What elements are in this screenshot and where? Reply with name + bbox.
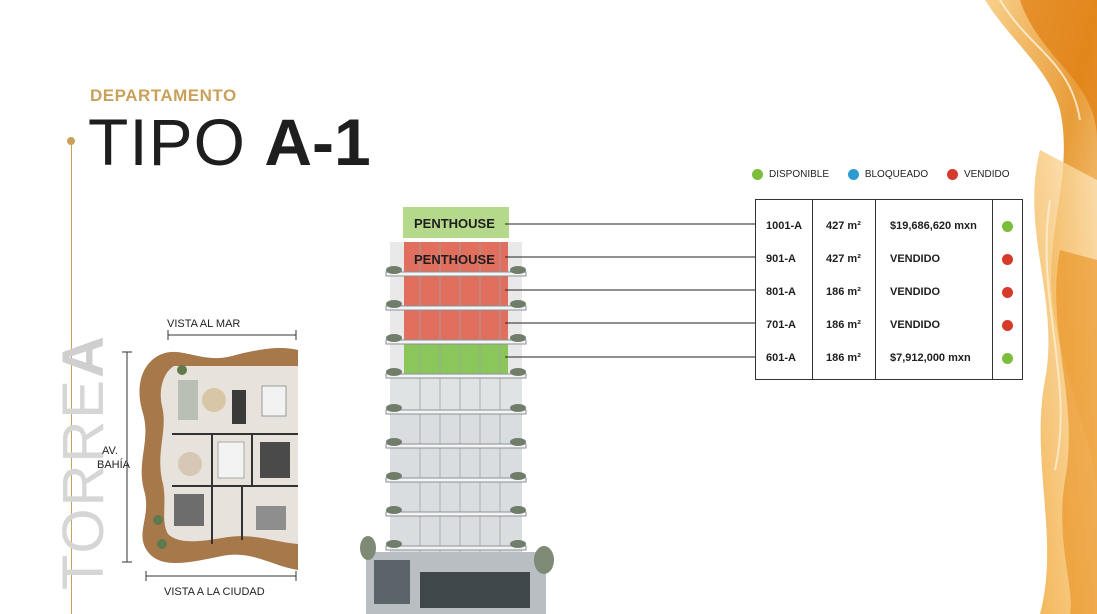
table-row-1001-a[interactable]: 1001-A 427 m² $19,686,620 mxn bbox=[756, 209, 1022, 242]
sold-status-icon bbox=[1002, 254, 1013, 265]
unit-cell: 801-A bbox=[766, 286, 796, 298]
building-elevation bbox=[360, 207, 554, 614]
legend-label: VENDIDO bbox=[963, 169, 1010, 180]
status-legend: DISPONIBLE BLOQUEADO VENDIDO bbox=[752, 169, 1010, 183]
table-row-701-a[interactable]: 701-A 186 m² VENDIDO bbox=[756, 308, 1022, 341]
price-cell: VENDIDO bbox=[890, 286, 941, 298]
unit-cell: 901-A bbox=[766, 253, 796, 265]
tower-label-bold: A bbox=[51, 334, 116, 379]
vertical-rule bbox=[71, 140, 72, 614]
unit-cell: 601-A bbox=[766, 352, 796, 364]
legend-item-bloqueado: BLOQUEADO bbox=[847, 169, 929, 180]
floor-801-highlight[interactable] bbox=[404, 276, 508, 310]
department-kicker: DEPARTAMENTO bbox=[90, 86, 237, 105]
sold-status-icon bbox=[1002, 287, 1013, 298]
rule-dot bbox=[67, 137, 75, 145]
floor-601-highlight[interactable] bbox=[404, 344, 508, 376]
title-light: TIPO bbox=[88, 105, 247, 179]
legend-item-vendido: VENDIDO bbox=[946, 169, 1010, 180]
area-cell: 427 m² bbox=[826, 220, 861, 232]
unit-cell: 701-A bbox=[766, 319, 796, 331]
units-table: 1001-A 427 m² $19,686,620 mxn 901-A 427 … bbox=[755, 199, 1023, 380]
available-status-icon bbox=[1002, 221, 1013, 232]
table-row-601-a[interactable]: 601-A 186 m² $7,912,000 mxn bbox=[756, 341, 1022, 374]
floor-901-highlight[interactable] bbox=[404, 242, 508, 276]
table-row-901-a[interactable]: 901-A 427 m² VENDIDO bbox=[756, 242, 1022, 275]
legend-label: DISPONIBLE bbox=[769, 169, 830, 180]
sold-status-icon bbox=[1002, 320, 1013, 331]
plan-top-label: VISTA AL MAR bbox=[167, 318, 241, 330]
area-cell: 186 m² bbox=[826, 286, 861, 298]
area-cell: 427 m² bbox=[826, 253, 861, 265]
price-cell: $19,686,620 mxn bbox=[890, 220, 977, 232]
blue-dot-icon bbox=[847, 169, 859, 180]
price-cell: VENDIDO bbox=[890, 253, 941, 265]
unit-cell: 1001-A bbox=[766, 220, 803, 232]
red-dot-icon bbox=[946, 169, 958, 180]
price-cell: VENDIDO bbox=[890, 319, 941, 331]
table-row-801-a[interactable]: 801-A 186 m² VENDIDO bbox=[756, 275, 1022, 308]
area-cell: 186 m² bbox=[826, 319, 861, 331]
available-status-icon bbox=[1002, 353, 1013, 364]
penthouse-label-second: PENTHOUSE bbox=[414, 252, 495, 267]
floor-plan bbox=[122, 330, 298, 581]
plan-bottom-label: VISTA A LA CIUDAD bbox=[164, 586, 265, 598]
green-dot-icon bbox=[752, 169, 763, 180]
plan-side-label-1: AV. bbox=[102, 445, 118, 457]
penthouse-1001-highlight[interactable] bbox=[403, 207, 509, 238]
title-bold: A-1 bbox=[264, 105, 371, 179]
price-cell: $7,912,000 mxn bbox=[890, 352, 971, 364]
connector-lines bbox=[505, 223, 755, 358]
legend-item-disponible: DISPONIBLE bbox=[752, 169, 829, 180]
tower-label-light: TORRE bbox=[51, 378, 116, 590]
plan-side-label-2: BAHÍA bbox=[97, 459, 131, 471]
penthouse-label-top: PENTHOUSE bbox=[414, 216, 495, 231]
legend-label: BLOQUEADO bbox=[864, 169, 929, 180]
area-cell: 186 m² bbox=[826, 352, 861, 364]
floor-701-highlight[interactable] bbox=[404, 310, 508, 344]
page-title: TIPO A-1 bbox=[88, 104, 371, 180]
